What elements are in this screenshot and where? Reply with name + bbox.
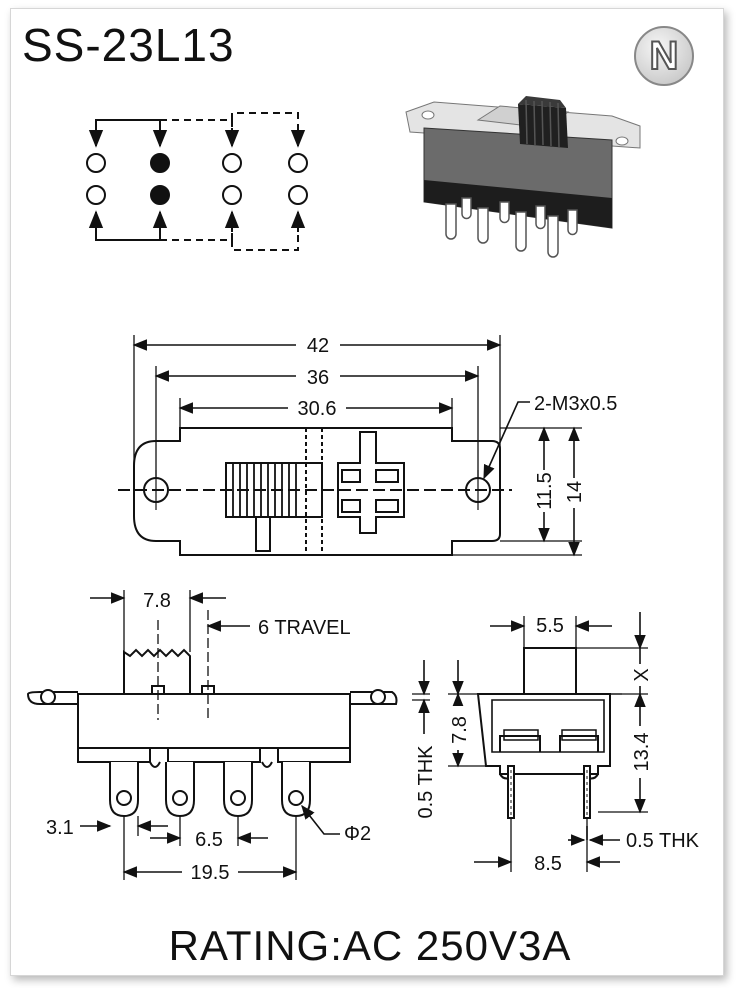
part-number-title: SS-23L13 — [22, 19, 235, 71]
switch-product-image — [405, 96, 641, 258]
dim-knob-width-5-5: 5.5 — [536, 615, 564, 637]
brand-logo-letter: N — [649, 33, 680, 79]
front-view — [27, 590, 398, 880]
side-view — [412, 612, 648, 872]
dim-11-5: 11.5 — [534, 472, 556, 509]
dim-6-travel: 6 TRAVEL — [258, 617, 351, 639]
brand-logo: N — [634, 26, 694, 86]
dim-8-5: 8.5 — [534, 853, 562, 875]
dim-42: 42 — [307, 335, 329, 357]
top-view — [118, 335, 582, 557]
rating-label: RATING:AC 250V3A — [168, 922, 572, 969]
dim-3-1: 3.1 — [46, 817, 74, 839]
dim-6-5: 6.5 — [195, 829, 223, 851]
dim-30-6: 30.6 — [298, 398, 337, 420]
dim-side-7-8: 7.8 — [449, 716, 471, 744]
dim-14: 14 — [564, 481, 586, 503]
dim-pin-hole-diameter: Φ2 — [344, 823, 371, 845]
dim-mount-thread: 2-M3x0.5 — [534, 393, 617, 415]
dim-x: X — [631, 668, 653, 681]
dim-0-5-thk-pin: 0.5 THK — [626, 830, 700, 852]
dim-knob-7-8: 7.8 — [143, 590, 171, 612]
circuit-schematic — [86, 112, 308, 251]
dim-36: 36 — [307, 367, 329, 389]
dim-19-5: 19.5 — [191, 862, 230, 884]
dim-13-4: 13.4 — [631, 733, 653, 772]
dim-0-5-thk-vertical: 0.5 THK — [415, 745, 437, 819]
